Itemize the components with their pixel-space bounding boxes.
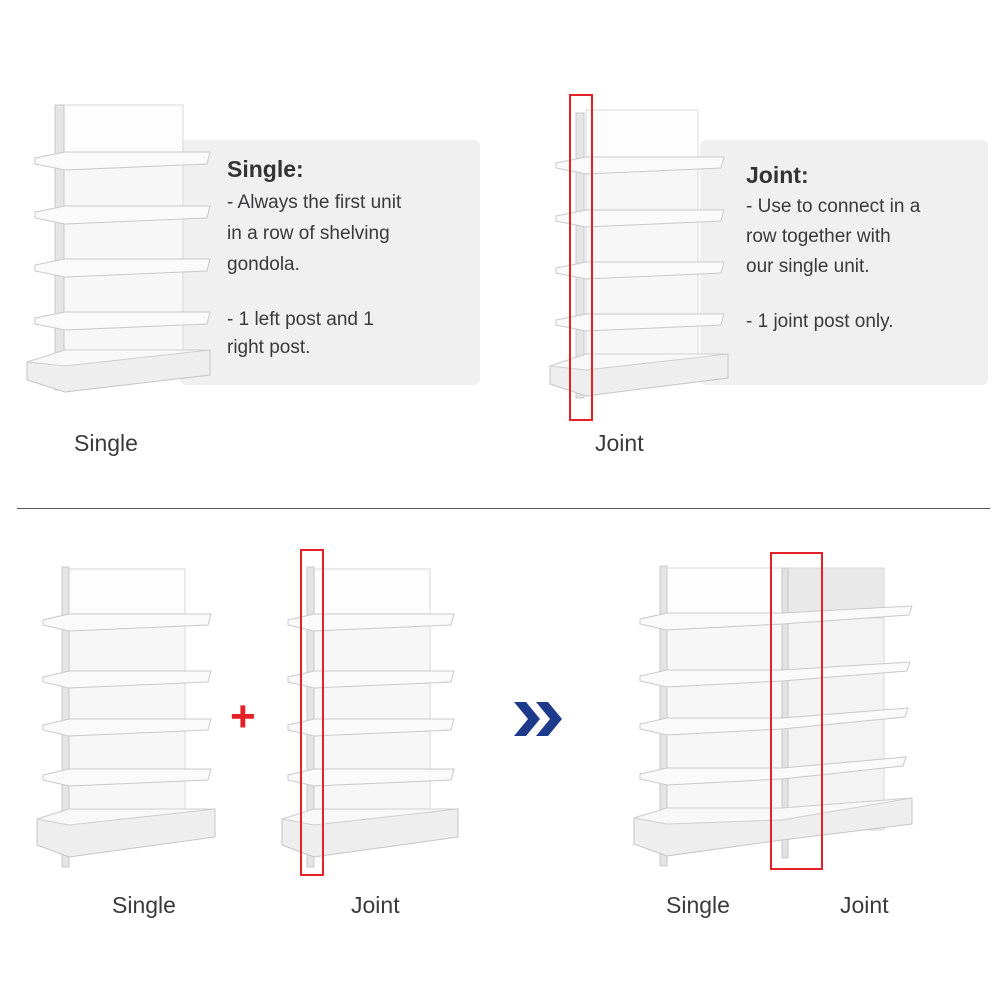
single-info-line: gondola.	[227, 254, 300, 275]
section-divider	[17, 508, 990, 509]
joint-post-highlight	[569, 94, 593, 421]
combined-single-caption: Single	[666, 892, 730, 918]
arrow-icon	[512, 700, 567, 743]
single-caption: Single	[74, 430, 138, 456]
joint-info-line: - 1 joint post only.	[746, 311, 894, 332]
joint-info-line: our single unit.	[746, 256, 870, 277]
single-info-line: in a row of shelving	[227, 223, 390, 244]
single-info-text: - Always the first unit in a row of shel…	[227, 187, 472, 362]
single-info-title: Single:	[227, 156, 304, 182]
combined-shelf-illustration	[633, 565, 913, 867]
joint-shelf-illustration	[549, 109, 729, 399]
single-shelf-illustration	[26, 104, 211, 393]
plus-icon: +	[230, 692, 256, 741]
joint-info-text: - Use to connect in a row together with …	[746, 192, 981, 336]
bottom-joint-shelf	[281, 566, 459, 868]
joint-info-line	[746, 282, 981, 308]
joint-caption: Joint	[595, 430, 644, 456]
joint-info-line: row together with	[746, 226, 891, 247]
joint-info-panel	[700, 140, 988, 385]
single-info-line: right post.	[227, 337, 311, 358]
bottom-joint-post-highlight	[300, 549, 324, 876]
single-info-panel	[180, 140, 480, 385]
joint-info-title: Joint:	[746, 162, 809, 188]
joint-info-line: - Use to connect in a	[746, 196, 921, 217]
single-info-line: - Always the first unit	[227, 192, 402, 213]
bottom-single-shelf	[36, 566, 216, 868]
single-info-line	[227, 280, 472, 306]
bottom-single-caption: Single	[112, 892, 176, 918]
combined-joint-highlight	[770, 552, 823, 870]
bottom-joint-caption: Joint	[351, 892, 400, 918]
single-info-line: - 1 left post and 1	[227, 309, 374, 330]
combined-joint-caption: Joint	[840, 892, 889, 918]
